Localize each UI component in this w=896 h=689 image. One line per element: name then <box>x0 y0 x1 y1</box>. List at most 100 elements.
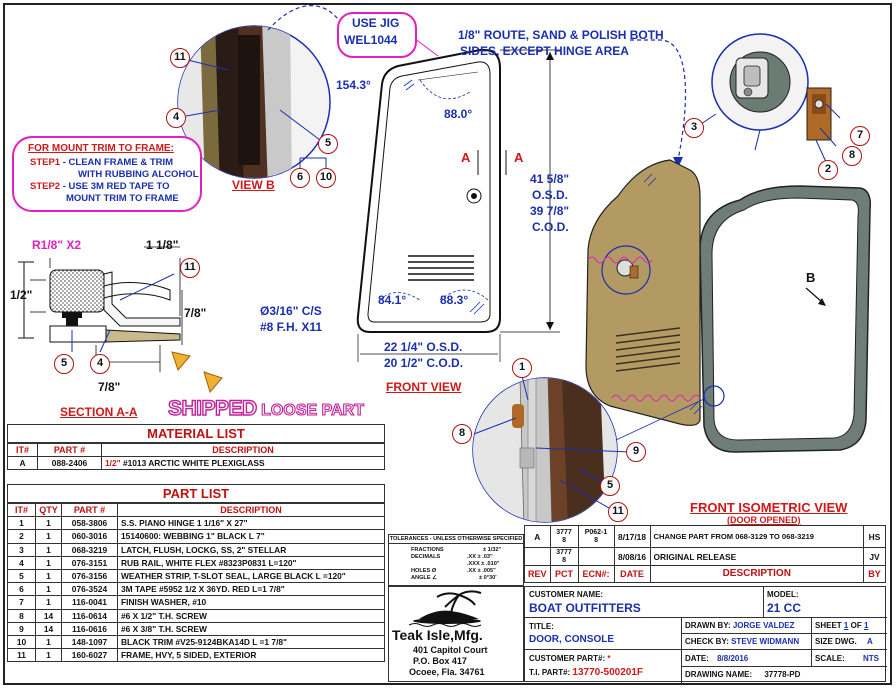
pl-part: 060-3016 <box>61 529 118 544</box>
dim-half: 1/2" <box>10 288 33 302</box>
ml-header-desc: DESCRIPTION <box>101 442 385 458</box>
drawing-value: 37778-PD <box>764 670 801 679</box>
pl-desc: #6 X 1/2" T.H. SCREW <box>117 608 385 623</box>
ml-header-it: IT# <box>7 442 38 458</box>
rev-orig <box>524 547 551 566</box>
dim-7-8-height: 7/8" <box>184 306 207 320</box>
sheet: SHEET 1 OF 1 <box>815 621 868 630</box>
pl-part: 116-0041 <box>61 595 118 610</box>
drawn-value: JORGE VALDEZ <box>732 621 795 630</box>
tol-decimals: DECIMALS <box>411 554 441 560</box>
date-label: DATE: <box>685 654 709 663</box>
pl-desc: WEATHER STRIP, T-SLOT SEAL, LARGE BLACK … <box>117 568 385 584</box>
callout-5-hinge: 5 <box>600 476 620 496</box>
pl-header-desc: DESCRIPTION <box>117 502 385 518</box>
pl-header-it: IT# <box>7 502 36 518</box>
ti-part: T.I. PART#: 13770-500201F <box>529 667 643 678</box>
jig-note <box>337 12 417 58</box>
dim-osd-height: 41 5/8" <box>530 172 570 186</box>
dim-7-8-width: 7/8" <box>98 380 121 394</box>
material-list-table: IT# PART # DESCRIPTION A 088-2406 1/2" #… <box>7 442 385 471</box>
revision-table: A 3777 8 P062-1 8 8/17/18 CHANGE PART FR… <box>524 525 886 583</box>
rev-orig-pct: 3777 8 <box>549 547 579 566</box>
drawn-by: DRAWN BY: JORGE VALDEZ <box>685 621 795 630</box>
customer-part: CUSTOMER PART#: * <box>529 654 611 663</box>
jig-note-line2: WEL1044 <box>344 33 398 47</box>
tol-dec-xx: .XX ± .03" <box>467 554 493 560</box>
scale-value: NTS <box>863 654 880 663</box>
view-b-label: VIEW B <box>232 178 275 192</box>
pl-desc: #6 X 3/8" T.H. SCREW <box>117 621 385 636</box>
drawing-label: DRAWING NAME: <box>685 670 753 679</box>
callout-5-section: 5 <box>54 354 74 374</box>
rev-header-by: BY <box>863 565 886 583</box>
sheet-label: SHEET <box>815 621 842 630</box>
dim-osd-width: 22 1/4" O.S.D. <box>384 340 463 354</box>
rev-a-ecn: P062-1 8 <box>577 525 615 548</box>
pl-part: 068-3219 <box>61 542 118 557</box>
check-by: CHECK BY: STEVE WIDMANN <box>685 637 799 646</box>
ml-thickness: 1/2" <box>105 458 121 469</box>
step2-label: STEP2 <box>30 181 61 192</box>
company-addr1: 401 Capitol Court <box>413 645 488 655</box>
sheet-value: 1 <box>843 621 849 630</box>
scale-label: SCALE: <box>815 654 845 663</box>
customer-name: BOAT OUTFITTERS <box>529 601 641 615</box>
pl-desc: S.S. PIANO HINGE 1 1/16" X 27" <box>117 516 385 531</box>
section-a-a <box>18 246 183 372</box>
pl-qty: 14 <box>35 621 62 636</box>
rev-orig-by: JV <box>863 547 886 566</box>
pl-it: 1 <box>7 516 36 531</box>
material-list-title: MATERIAL LIST <box>7 424 385 443</box>
callout-6: 6 <box>290 168 310 188</box>
iso-view <box>585 159 872 453</box>
company-addr2: P.O. Box 417 <box>413 656 467 666</box>
company-addr3: Ocoee, Fla. 34761 <box>409 667 485 677</box>
tol-holes: HOLES Ø <box>411 568 437 574</box>
rev-header-rev: REV <box>524 565 551 583</box>
dim-cod-width: 20 1/2" C.O.D. <box>384 356 464 370</box>
ml-desc: 1/2" #1013 ARCTIC WHITE PLEXIGLASS <box>101 456 385 471</box>
mount-step2: STEP2 - USE 3M RED TAPE TO <box>30 181 170 192</box>
drawn-label: DRAWN BY: <box>685 621 731 630</box>
pl-it: 8 <box>7 608 36 623</box>
pl-part: 076-3151 <box>61 555 118 570</box>
title: DOOR, CONSOLE <box>529 634 615 645</box>
dim-screw-spec: #8 F.H. X11 <box>260 320 323 334</box>
pl-it: 3 <box>7 542 36 557</box>
pl-qty: 1 <box>35 542 62 557</box>
shipped-loose-banner: SHIPPED LOOSE PART <box>167 396 364 421</box>
ml-it: A <box>7 456 38 471</box>
dim-angle-84-1: 84.1° <box>378 293 407 307</box>
pl-it: 9 <box>7 621 36 636</box>
step2-text2: MOUNT TRIM TO FRAME <box>66 193 179 204</box>
ti-part-value: 13770-500201F <box>572 667 644 678</box>
cust-part-label: CUSTOMER PART#: <box>529 654 606 663</box>
ml-header-part: PART # <box>37 442 102 458</box>
pl-part: 116-0614 <box>61 608 118 623</box>
pl-desc: RUB RAIL, WHITE FLEX #8323P0831 L=120" <box>117 555 385 570</box>
drawing-name: DRAWING NAME: 37778-PD <box>685 670 800 679</box>
shipped-text: SHIPPED <box>167 396 258 420</box>
tol-title: TOLERANCES - UNLESS OTHERWISE SPECIFIED <box>389 536 523 544</box>
ml-desc-text: #1013 ARCTIC WHITE PLEXIGLASS <box>120 458 265 469</box>
model-label: MODEL: <box>767 590 799 599</box>
company-name: Teak Isle,Mfg. <box>392 627 483 643</box>
palm-island-logo <box>408 590 482 627</box>
pl-qty: 1 <box>35 648 62 663</box>
section-aa-label: SECTION A-A <box>60 405 138 419</box>
pl-it: 4 <box>7 555 36 570</box>
pl-desc: LATCH, FLUSH, LOCKG, SS, 2" STELLAR <box>117 542 385 557</box>
pl-it: 10 <box>7 634 36 650</box>
tol-fractions: FRACTIONS <box>411 547 444 553</box>
dim-angle-top: 154.3° <box>336 78 371 92</box>
pl-desc: 15140600: WEBBING 1" BLACK L 7" <box>117 529 385 544</box>
